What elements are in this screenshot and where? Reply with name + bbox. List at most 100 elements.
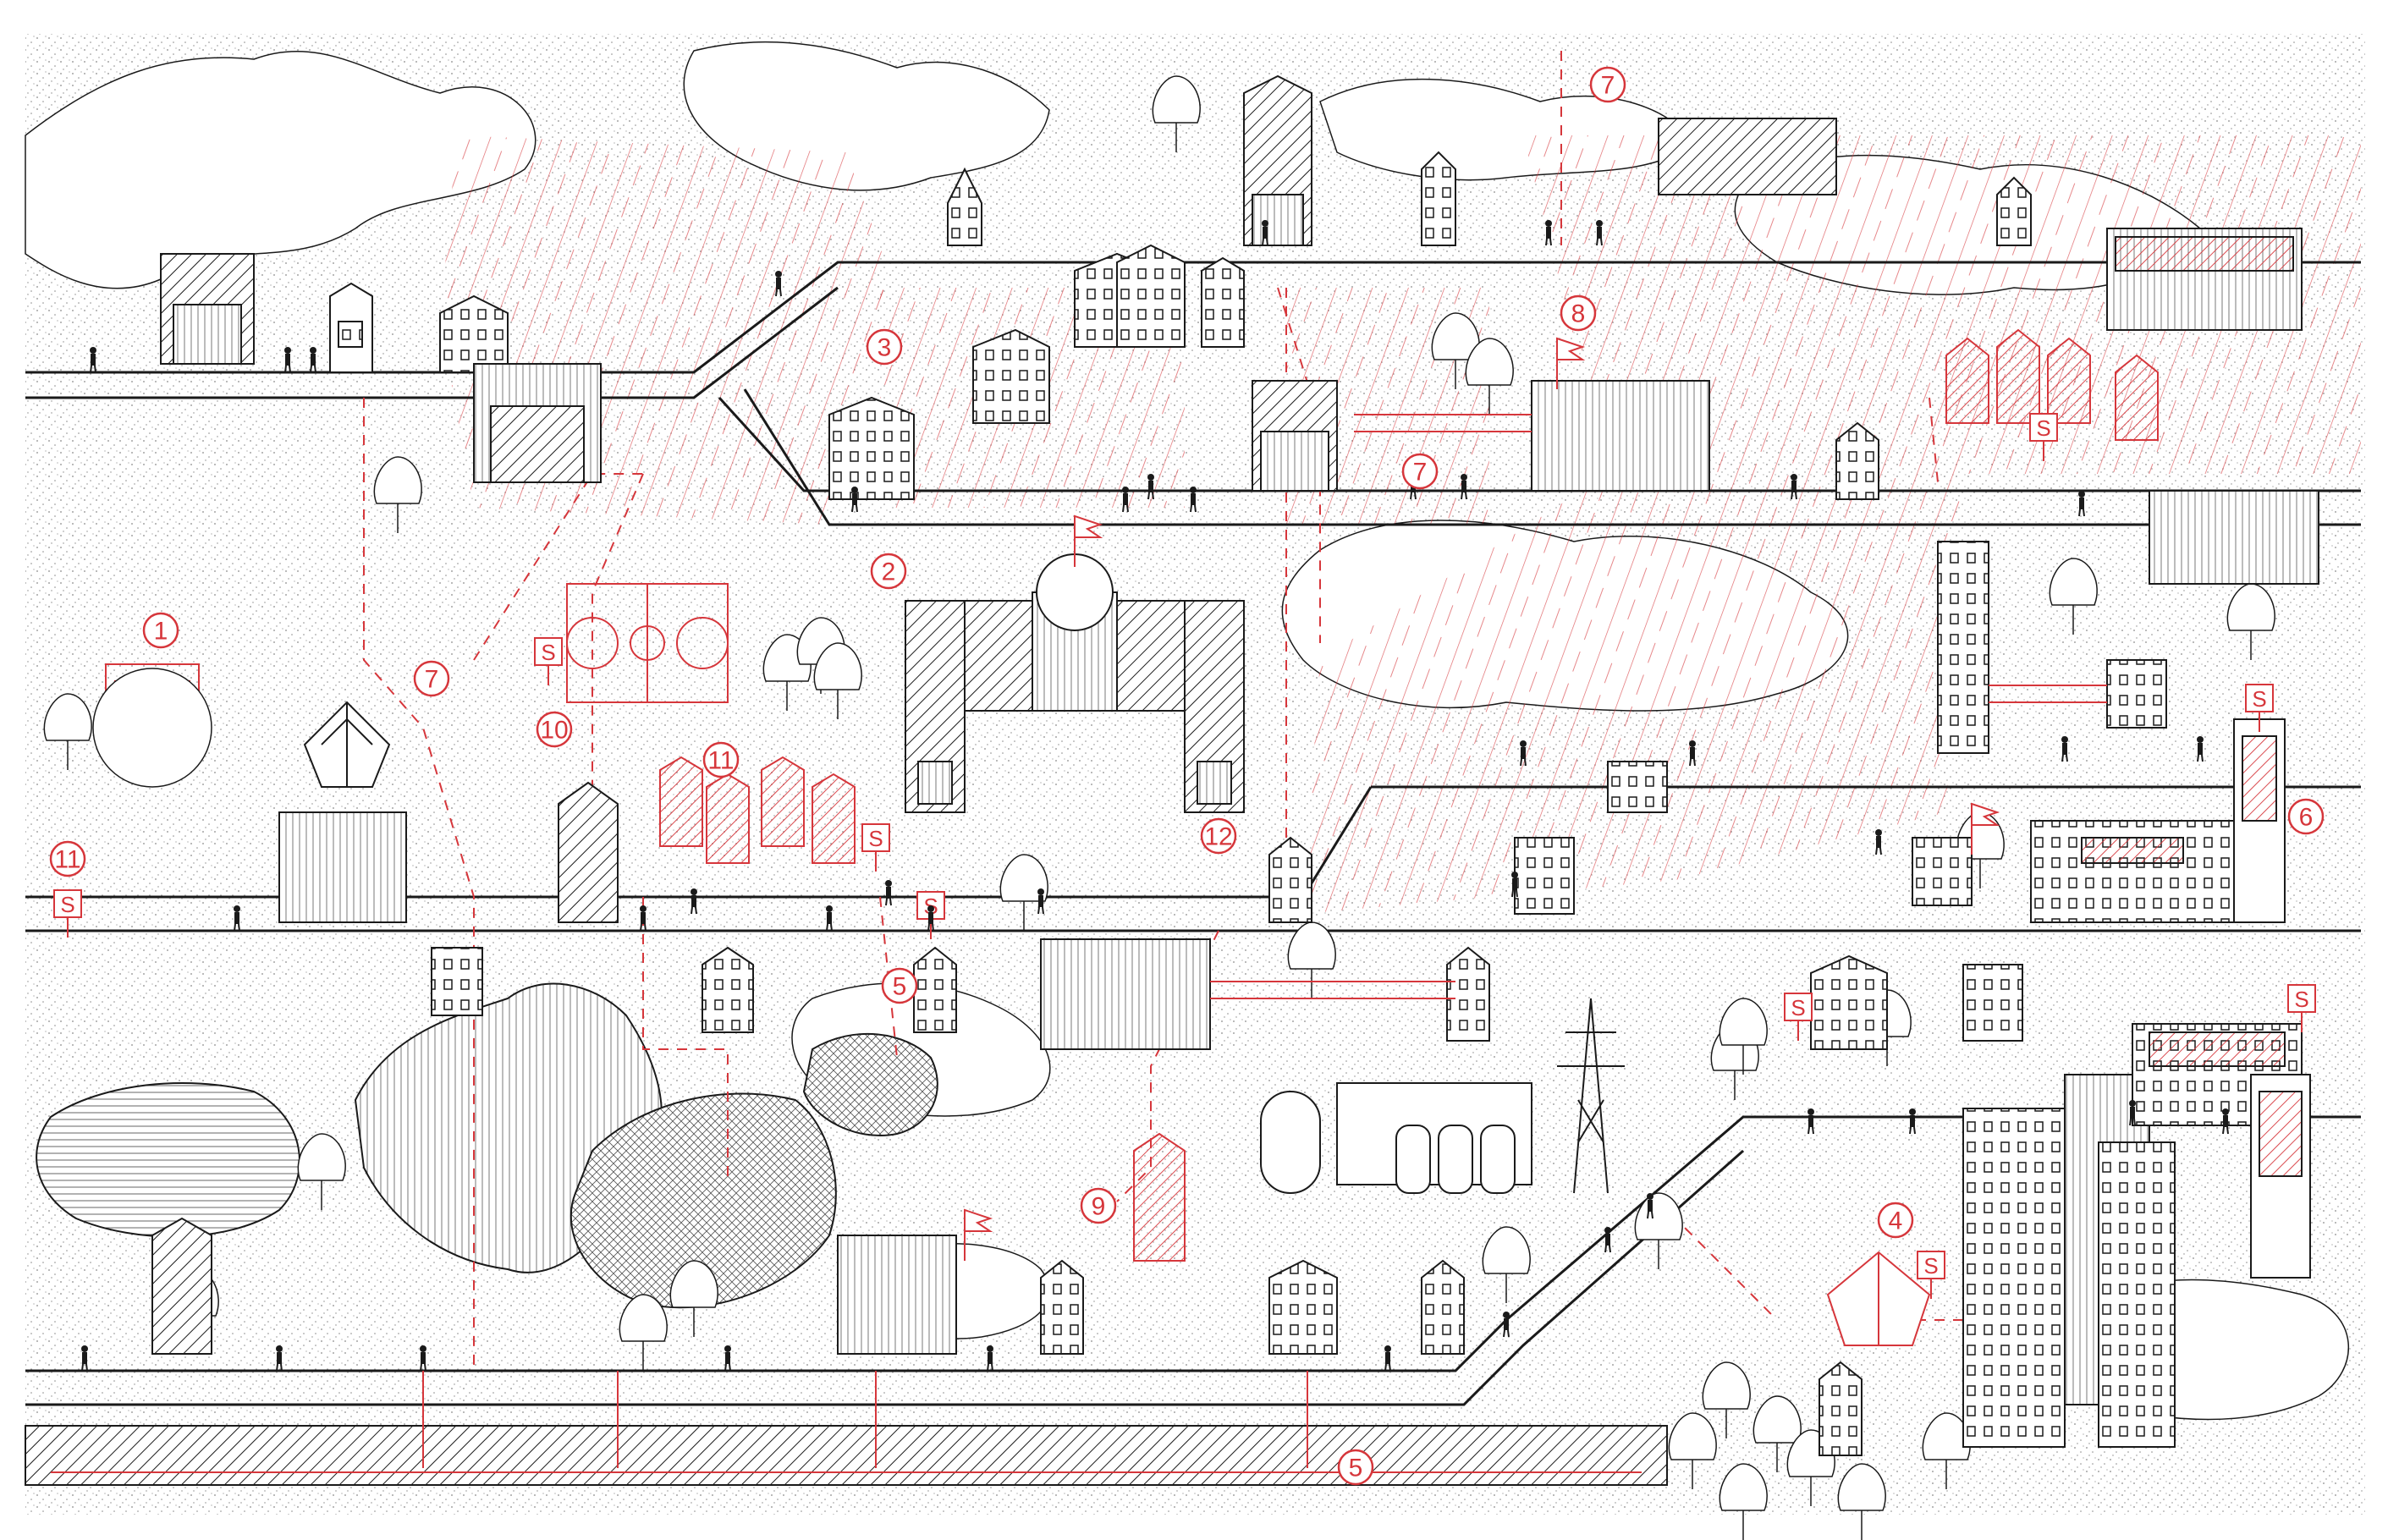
window-block: [1962, 964, 2023, 1042]
sawtooth-hall: [1040, 938, 1211, 1050]
s-sign-letter: S: [2252, 686, 2266, 712]
pedestrian-icon: [1596, 220, 1603, 246]
tree-icon: [619, 1294, 668, 1371]
house-icon: [1819, 1361, 1863, 1456]
civic-columned-building: [1252, 380, 1338, 492]
pedestrian-icon: [1190, 487, 1197, 513]
pedestrian-icon: [234, 905, 240, 932]
marker-label: 6: [2299, 804, 2314, 832]
marker-9: 7: [413, 660, 450, 697]
tree-icon: [2049, 558, 2098, 635]
warehouse-building: [837, 1235, 957, 1355]
house-icon: [558, 781, 619, 923]
marker-label: 3: [878, 334, 892, 362]
pedestrian-icon: [2129, 1100, 2136, 1126]
pedestrian-icon: [885, 880, 892, 906]
marker-label: 9: [1092, 1193, 1106, 1221]
s-sign: S: [2287, 984, 2316, 1032]
red-house-cluster: [659, 756, 856, 864]
house-icon: [1996, 176, 2032, 246]
house-icon: [1040, 1259, 1084, 1355]
red-pavilion: [1133, 1132, 1186, 1262]
marker-label: 11: [54, 846, 80, 874]
s-sign-letter: S: [1923, 1253, 1938, 1279]
pedestrian-icon: [1808, 1108, 1814, 1135]
marker-label: 7: [1601, 72, 1615, 100]
s-sign-letter: S: [60, 892, 74, 917]
footbridge: [1210, 414, 2107, 999]
house-icon: [1268, 1259, 1338, 1355]
pedestrian-icon: [1147, 474, 1154, 500]
flag-icon: [1971, 802, 2000, 855]
window-block: [1514, 837, 1575, 915]
pedestrian-icon: [1604, 1227, 1611, 1253]
tree-icon: [1719, 998, 1768, 1075]
row-houses: [1658, 118, 1837, 195]
marker-3: 3: [866, 328, 903, 366]
marker-label: 1: [154, 618, 168, 646]
marker-10: 7: [1401, 453, 1439, 490]
pedestrian-icon: [691, 888, 697, 915]
tree-icon: [999, 854, 1048, 931]
s-sign: S: [1784, 993, 1813, 1041]
storage-tank-icon: [1260, 1091, 1321, 1194]
pedestrian-icon: [2222, 1108, 2229, 1135]
house-icon: [1421, 1259, 1465, 1355]
industrial-plant: [1336, 1082, 1532, 1194]
pedestrian-icon: [1384, 1345, 1391, 1372]
long-glazed-building: [2106, 228, 2303, 331]
tree-icon: [1702, 1361, 1751, 1438]
s-sign-letter: S: [2294, 987, 2308, 1012]
s-sign: S: [2245, 684, 2274, 732]
pedestrian-icon: [1791, 474, 1797, 500]
window-block: [1912, 837, 1973, 906]
s-sign-letter: S: [868, 826, 883, 851]
power-pylon-icon: [1557, 998, 1625, 1194]
tree-icon: [813, 642, 862, 719]
flag-group: [964, 337, 2000, 1261]
marker-6: 5: [1337, 1449, 1374, 1486]
hatched-river-channel: [25, 1425, 1668, 1486]
pedestrian-icon: [1262, 220, 1268, 246]
pedestrian-icon: [1520, 740, 1527, 767]
pedestrian-icon: [276, 1345, 283, 1372]
house-icon: [1810, 954, 1888, 1050]
marker-5: 5: [881, 967, 918, 1004]
pedestrian-icon: [1545, 220, 1552, 246]
hill-cluster: [36, 982, 938, 1309]
house-icon: [1835, 421, 1879, 500]
marker-label: 5: [893, 973, 907, 1001]
pedestrian-icon: [1503, 1312, 1510, 1338]
marker-label: 7: [1413, 459, 1428, 487]
tree-icon: [1752, 1395, 1802, 1472]
house-icon: [160, 253, 255, 365]
pedestrian-icon: [775, 271, 782, 297]
drain-branches: [422, 1371, 1308, 1468]
house-icon: [947, 167, 982, 246]
pedestrian-icon: [1461, 474, 1467, 500]
tree-icon: [373, 456, 422, 533]
house-icon: [1201, 256, 1245, 348]
sawtooth-hall: [1531, 380, 1710, 492]
tree-icon: [669, 1260, 718, 1337]
marker-label: 10: [540, 717, 568, 745]
house-icon: [1116, 244, 1186, 348]
pedestrian-icon: [987, 1345, 993, 1372]
tall-gable-building: [1243, 74, 1312, 246]
flag-icon: [1556, 337, 1586, 389]
marker-13: 10: [536, 711, 573, 748]
marker-7: 6: [2287, 798, 2325, 835]
s-sign-letter: S: [541, 640, 555, 665]
tree-group: [43, 75, 2275, 1540]
house-icon: [439, 294, 509, 373]
pedestrian-icon: [724, 1345, 731, 1372]
covered-market-building: [473, 363, 602, 483]
high-rise-cluster: [1962, 1023, 2311, 1448]
marker-2: 2: [870, 553, 907, 590]
s-sign: S: [2029, 413, 2058, 461]
s-sign: S: [861, 823, 890, 872]
s-sign: S: [534, 637, 563, 685]
marker-14: 11: [702, 741, 740, 778]
